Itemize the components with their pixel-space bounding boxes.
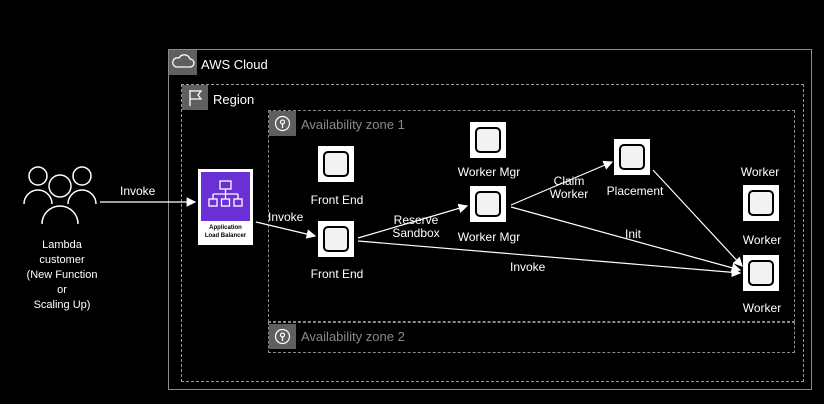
arrow-front-end-to-worker xyxy=(357,240,742,278)
arrow-worker-mgr-to-worker xyxy=(510,206,742,273)
region-container xyxy=(181,84,804,382)
load-balancer-icon xyxy=(201,172,250,221)
placement-label: Placement xyxy=(606,184,664,198)
arrow-front-end-to-worker-mgr xyxy=(357,203,469,239)
front-end-label-top: Front End xyxy=(310,193,364,207)
arrow-worker-mgr-to-placement xyxy=(510,160,614,206)
front-end-node-bottom xyxy=(318,221,354,257)
worker-mgr-node-top xyxy=(470,122,506,158)
arrow-alb-to-front-end xyxy=(255,221,317,239)
front-end-node-top xyxy=(318,146,354,182)
arrow-placement-to-worker xyxy=(652,169,743,267)
init-label: Init xyxy=(625,227,642,241)
service-icon xyxy=(748,260,774,286)
worker-mgr-label-bottom: Worker Mgr xyxy=(457,230,521,244)
invoke-label-alb: Invoke xyxy=(268,210,304,224)
location-pin-icon xyxy=(269,111,296,136)
service-icon xyxy=(748,190,774,216)
worker-label-bottom: Worker xyxy=(742,301,782,315)
availability-zone-2-container xyxy=(268,322,795,353)
worker-node-bottom xyxy=(743,255,779,291)
worker-node-top xyxy=(743,185,779,221)
service-icon xyxy=(475,127,501,153)
service-icon xyxy=(323,151,349,177)
cloud-icon xyxy=(169,50,197,75)
claim-worker-label: Claim Worker xyxy=(549,174,589,201)
aws-cloud-container xyxy=(168,49,812,390)
worker-mgr-node-bottom xyxy=(470,186,506,222)
service-icon xyxy=(475,191,501,217)
availability-zone-1-title: Availability zone 1 xyxy=(301,117,405,132)
flag-icon xyxy=(182,85,208,110)
placement-node xyxy=(614,139,650,175)
invoke-label-customer: Invoke xyxy=(120,184,156,198)
availability-zone-1-container xyxy=(268,110,795,322)
worker-label-top: Worker xyxy=(740,165,780,179)
customer-label: Lambda customer (New Function or Scaling… xyxy=(26,239,98,311)
location-pin-icon xyxy=(269,324,296,349)
worker-label-mid: Worker xyxy=(742,233,782,247)
availability-zone-2-title: Availability zone 2 xyxy=(301,329,405,344)
cloud-title: AWS Cloud xyxy=(201,57,268,72)
reserve-sandbox-label: Reserve Sandbox xyxy=(392,213,440,240)
region-title: Region xyxy=(213,92,255,107)
front-end-label-bottom: Front End xyxy=(310,267,364,281)
worker-mgr-label-top: Worker Mgr xyxy=(457,165,521,179)
invoke-label-worker: Invoke xyxy=(510,260,546,274)
alb-label: Application Load Balancer xyxy=(204,225,247,239)
service-icon xyxy=(619,144,645,170)
users-icon xyxy=(22,162,98,231)
service-icon xyxy=(323,226,349,252)
